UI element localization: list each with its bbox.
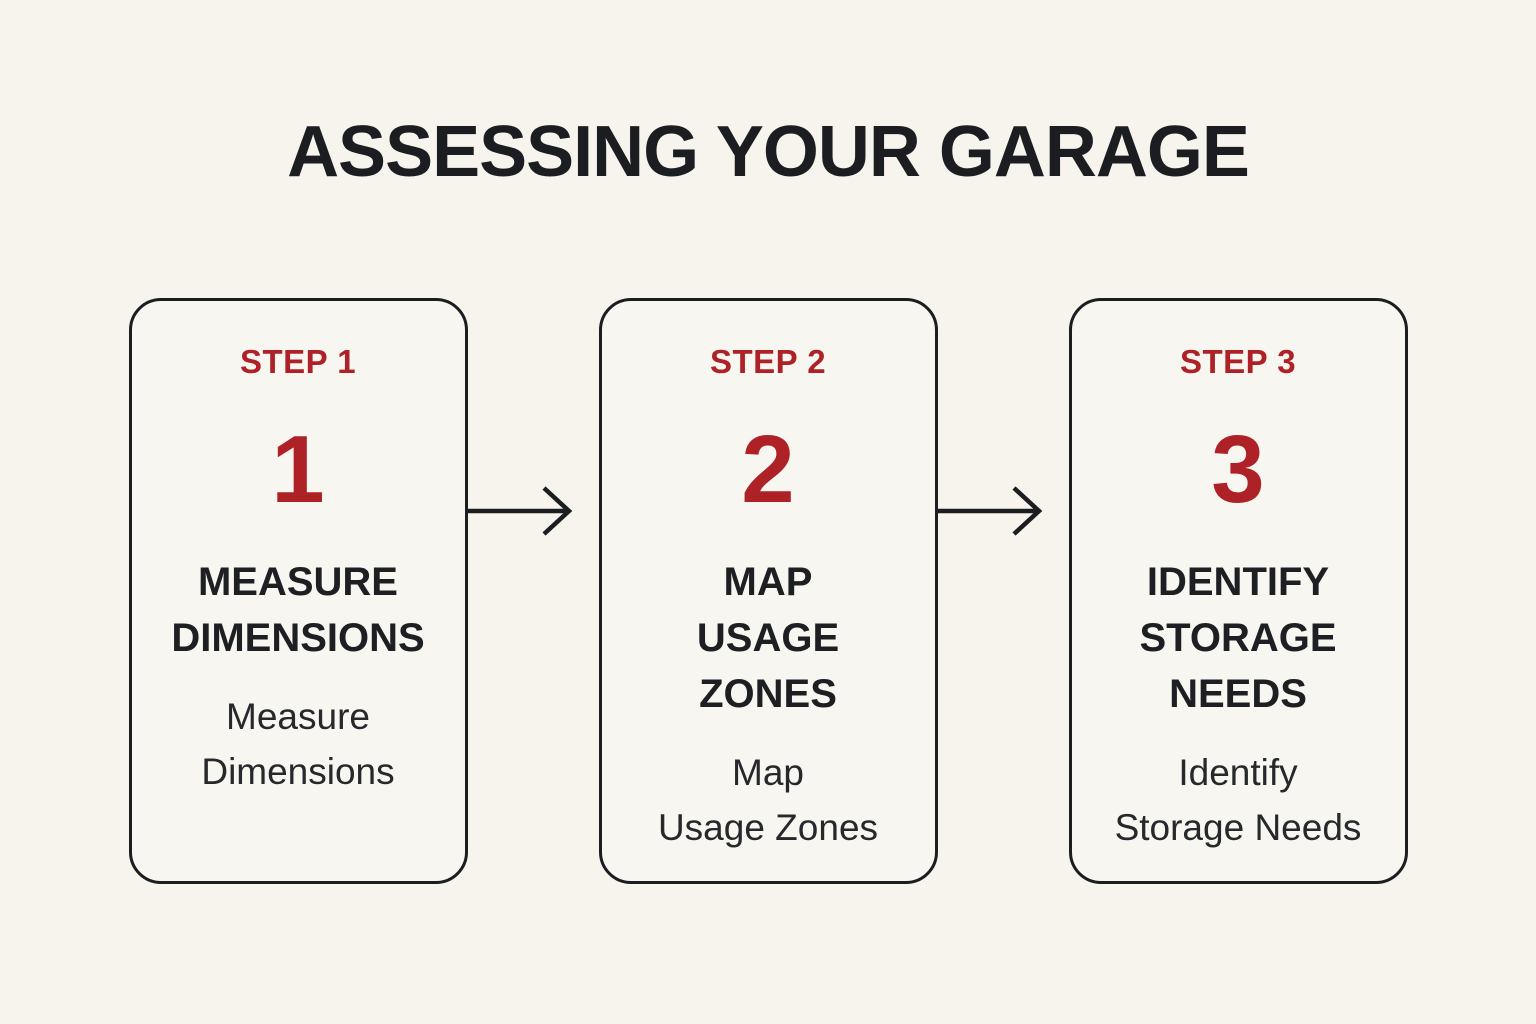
step-2-subheading: Map Usage Zones [657,752,879,848]
step-2-number: 2 [741,416,795,523]
page-title: ASSESSING YOUR GARAGE [287,112,1250,192]
step-2-heading: MAP USAGE ZONES [696,560,840,716]
step-3-heading: IDENTIFY STORAGE NEEDS [1139,560,1337,716]
connector-1 [467,298,599,884]
step-3-label: STEP 3 [1179,343,1297,380]
step-card-1: STEP 1 1 MEASURE DIMENSIONS Measure Dime… [128,298,468,884]
arrow-right-icon [467,486,572,536]
step-2-label: STEP 2 [709,343,827,380]
step-1-label: STEP 1 [239,343,357,380]
steps-flow: STEP 1 1 MEASURE DIMENSIONS Measure Dime… [0,298,1536,884]
connector-2 [937,298,1069,884]
header: ASSESSING YOUR GARAGE [0,0,1536,188]
arrow-right-icon [937,486,1042,536]
step-1-heading: MEASURE DIMENSIONS [171,560,425,660]
step-3-number: 3 [1211,416,1265,523]
step-card-2: STEP 2 2 MAP USAGE ZONES Map Usage Zones [598,298,938,884]
step-1-subheading: Measure Dimensions [201,696,395,792]
step-card-3: STEP 3 3 IDENTIFY STORAGE NEEDS Identify… [1068,298,1408,884]
step-1-number: 1 [271,416,325,523]
step-3-subheading: Identify Storage Needs [1114,752,1362,848]
